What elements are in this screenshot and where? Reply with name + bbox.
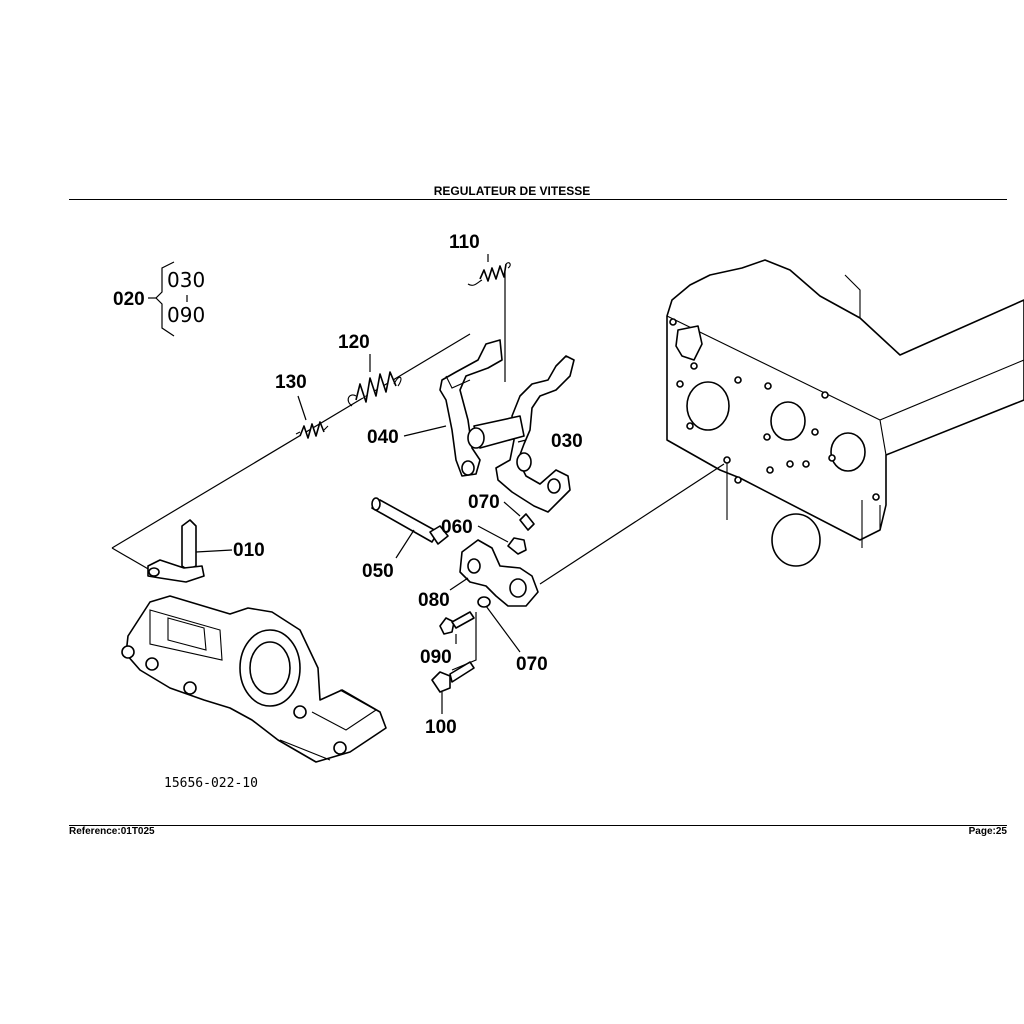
callout-050: 050 — [362, 561, 394, 582]
callout-110: 110 — [449, 232, 480, 253]
screw-060 — [507, 537, 527, 555]
assembly-guide-lines — [111, 272, 725, 585]
washer-070-lower — [477, 596, 491, 608]
leader-lines — [195, 254, 527, 714]
callout-040: 040 — [367, 427, 399, 448]
callout-010: 010 — [233, 540, 265, 561]
callout-030: 030 — [551, 431, 583, 452]
governor-lever-040 — [439, 339, 503, 477]
lever-bracket-080 — [459, 539, 539, 607]
footer-divider — [69, 825, 1007, 826]
callout-120: 120 — [338, 332, 370, 353]
callout-090: 090 — [420, 647, 452, 668]
callout-070-upper: 070 — [468, 492, 500, 513]
callout-060: 060 — [441, 517, 473, 538]
group-bracket-020 — [148, 261, 188, 337]
callout-080: 080 — [418, 590, 450, 611]
page-title: REGULATEUR DE VITESSE — [433, 184, 591, 198]
gear-case-housing — [121, 595, 387, 763]
callout-070-lower: 070 — [516, 654, 548, 675]
governor-shaft-010 — [147, 519, 205, 583]
bolt-100 — [431, 661, 475, 693]
spring-pin-070-upper — [519, 513, 535, 531]
group-label-020: 020 — [113, 289, 145, 310]
callout-100: 100 — [425, 717, 457, 738]
engine-block-housing — [666, 259, 1024, 567]
group-member-030: 030 — [167, 268, 205, 292]
page-number: Page:25 — [968, 826, 1007, 837]
header-divider — [69, 199, 1007, 200]
drawing-number: 15656-022-10 — [164, 776, 258, 791]
spring-120 — [347, 371, 402, 407]
spring-130 — [295, 421, 329, 439]
shaft-050 — [371, 497, 449, 545]
callout-130: 130 — [275, 372, 307, 393]
reference-label: Reference:01T025 — [69, 826, 155, 837]
governor-lever-030 — [461, 355, 575, 513]
bolt-090 — [439, 611, 475, 635]
spring-110 — [467, 262, 511, 286]
group-member-090: 090 — [167, 303, 205, 327]
